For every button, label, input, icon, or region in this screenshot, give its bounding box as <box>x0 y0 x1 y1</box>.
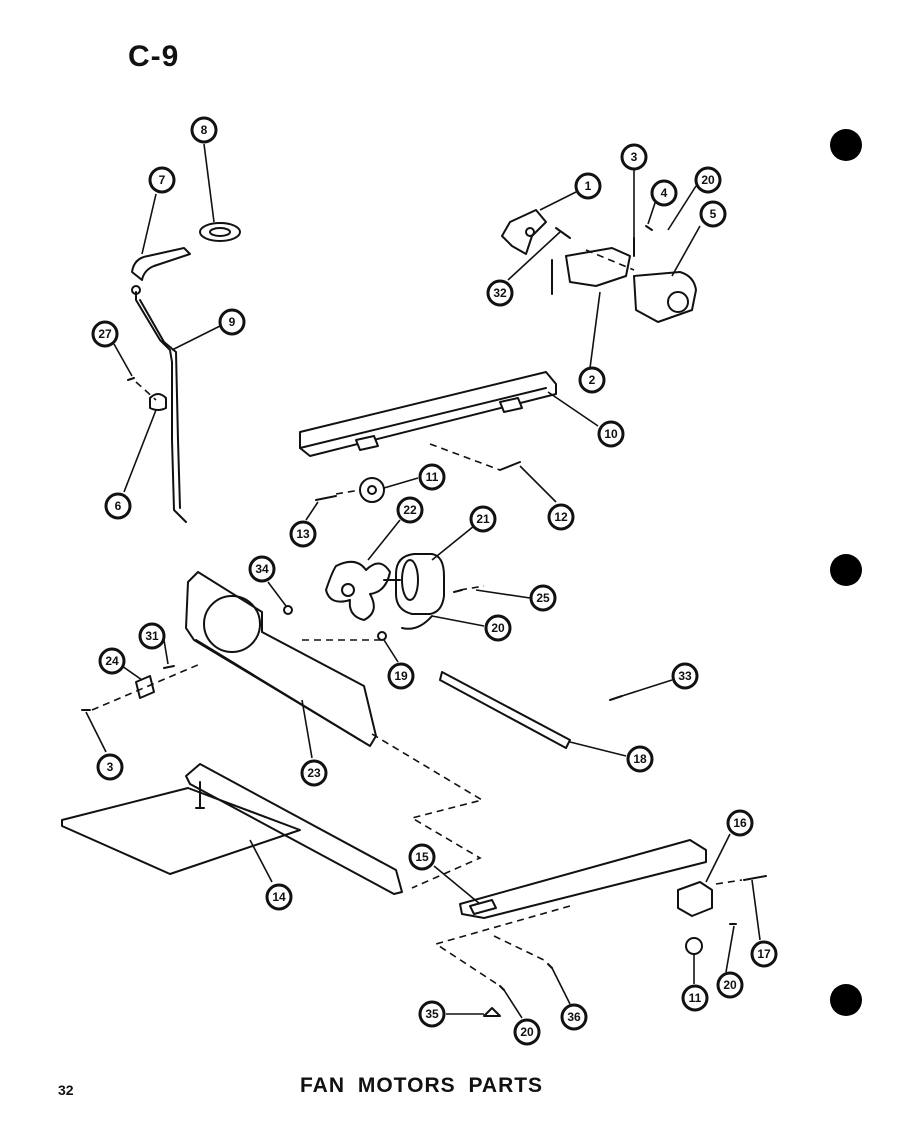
callout-27: 27 <box>91 320 119 348</box>
callout-labels: 1233456789101111121314151617181920202020… <box>91 116 778 1046</box>
callout-10: 10 <box>597 420 625 448</box>
callout-number: 2 <box>589 373 596 387</box>
callout-number: 1 <box>585 179 592 193</box>
callout-number: 12 <box>554 510 568 524</box>
leader-lines <box>85 143 761 1019</box>
callout-number: 34 <box>255 562 269 576</box>
callout-22: 22 <box>396 496 424 524</box>
callout-number: 17 <box>757 947 771 961</box>
callout-36: 36 <box>560 1003 588 1031</box>
callout-number: 3 <box>631 150 638 164</box>
callout-24: 24 <box>98 647 126 675</box>
callout-7: 7 <box>148 166 176 194</box>
registration-dot-middle <box>830 554 862 586</box>
callout-34: 34 <box>248 555 276 583</box>
callout-35: 35 <box>418 1000 446 1028</box>
callout-13: 13 <box>289 520 317 548</box>
top-channel-bracket <box>299 371 557 471</box>
sensor-tube-assembly <box>127 222 241 523</box>
callout-5: 5 <box>699 200 727 228</box>
callout-number: 16 <box>733 816 747 830</box>
callout-number: 4 <box>661 186 668 200</box>
fan-shroud-bracket <box>81 571 382 747</box>
callout-33: 33 <box>671 662 699 690</box>
callout-number: 6 <box>115 499 122 513</box>
callout-15: 15 <box>408 843 436 871</box>
callout-11: 11 <box>681 984 709 1012</box>
callout-number: 18 <box>633 752 647 766</box>
registration-dot-top <box>830 129 862 161</box>
callout-20: 20 <box>694 166 722 194</box>
bottom-panel-assembly <box>61 733 485 895</box>
callout-17: 17 <box>750 940 778 968</box>
damper-control-assembly <box>501 209 697 323</box>
callout-25: 25 <box>529 584 557 612</box>
callout-4: 4 <box>650 179 678 207</box>
callout-number: 23 <box>307 766 321 780</box>
callout-16: 16 <box>726 809 754 837</box>
callout-14: 14 <box>265 883 293 911</box>
callout-20: 20 <box>513 1018 541 1046</box>
callout-number: 24 <box>105 654 119 668</box>
callout-number: 11 <box>689 991 702 1005</box>
callout-number: 19 <box>394 669 408 683</box>
callout-6: 6 <box>104 492 132 520</box>
callout-23: 23 <box>300 759 328 787</box>
callout-18: 18 <box>626 745 654 773</box>
callout-number: 3 <box>107 760 114 774</box>
callout-number: 36 <box>567 1010 581 1024</box>
callout-number: 7 <box>159 173 166 187</box>
callout-number: 27 <box>98 327 112 341</box>
callout-number: 20 <box>491 621 505 635</box>
callout-number: 15 <box>415 850 429 864</box>
callout-2: 2 <box>578 366 606 394</box>
callout-3: 3 <box>620 143 648 171</box>
registration-dot-bottom <box>830 984 862 1016</box>
callout-number: 5 <box>710 207 717 221</box>
callout-number: 10 <box>604 427 618 441</box>
callout-number: 20 <box>520 1025 534 1039</box>
callout-9: 9 <box>218 308 246 336</box>
page-title: FAN MOTORS PARTS <box>300 1074 544 1097</box>
callout-8: 8 <box>190 116 218 144</box>
callout-number: 33 <box>678 669 692 683</box>
callout-19: 19 <box>387 662 415 690</box>
callout-number: 13 <box>296 527 310 541</box>
callout-12: 12 <box>547 503 575 531</box>
switch-rail-assembly <box>434 839 767 1017</box>
callout-20: 20 <box>716 971 744 999</box>
callout-number: 20 <box>723 978 737 992</box>
callout-number: 11 <box>426 470 439 484</box>
callout-number: 22 <box>403 503 417 517</box>
callout-number: 8 <box>201 123 208 137</box>
callout-number: 32 <box>493 286 507 300</box>
callout-number: 9 <box>229 315 236 329</box>
drip-strip <box>439 671 623 749</box>
callout-20: 20 <box>484 614 512 642</box>
callout-number: 21 <box>476 512 490 526</box>
callout-number: 20 <box>701 173 715 187</box>
callout-number: 31 <box>145 629 159 643</box>
callout-21: 21 <box>469 505 497 533</box>
callout-3: 3 <box>96 753 124 781</box>
page-code: C-9 <box>128 40 180 73</box>
callout-number: 25 <box>536 591 550 605</box>
callout-number: 14 <box>272 890 286 904</box>
page-number: 32 <box>58 1082 74 1098</box>
callout-1: 1 <box>574 172 602 200</box>
callout-32: 32 <box>486 279 514 307</box>
callout-11: 11 <box>418 463 446 491</box>
fan-motor-assembly <box>283 477 485 641</box>
callout-31: 31 <box>138 622 166 650</box>
callout-number: 35 <box>425 1007 439 1021</box>
